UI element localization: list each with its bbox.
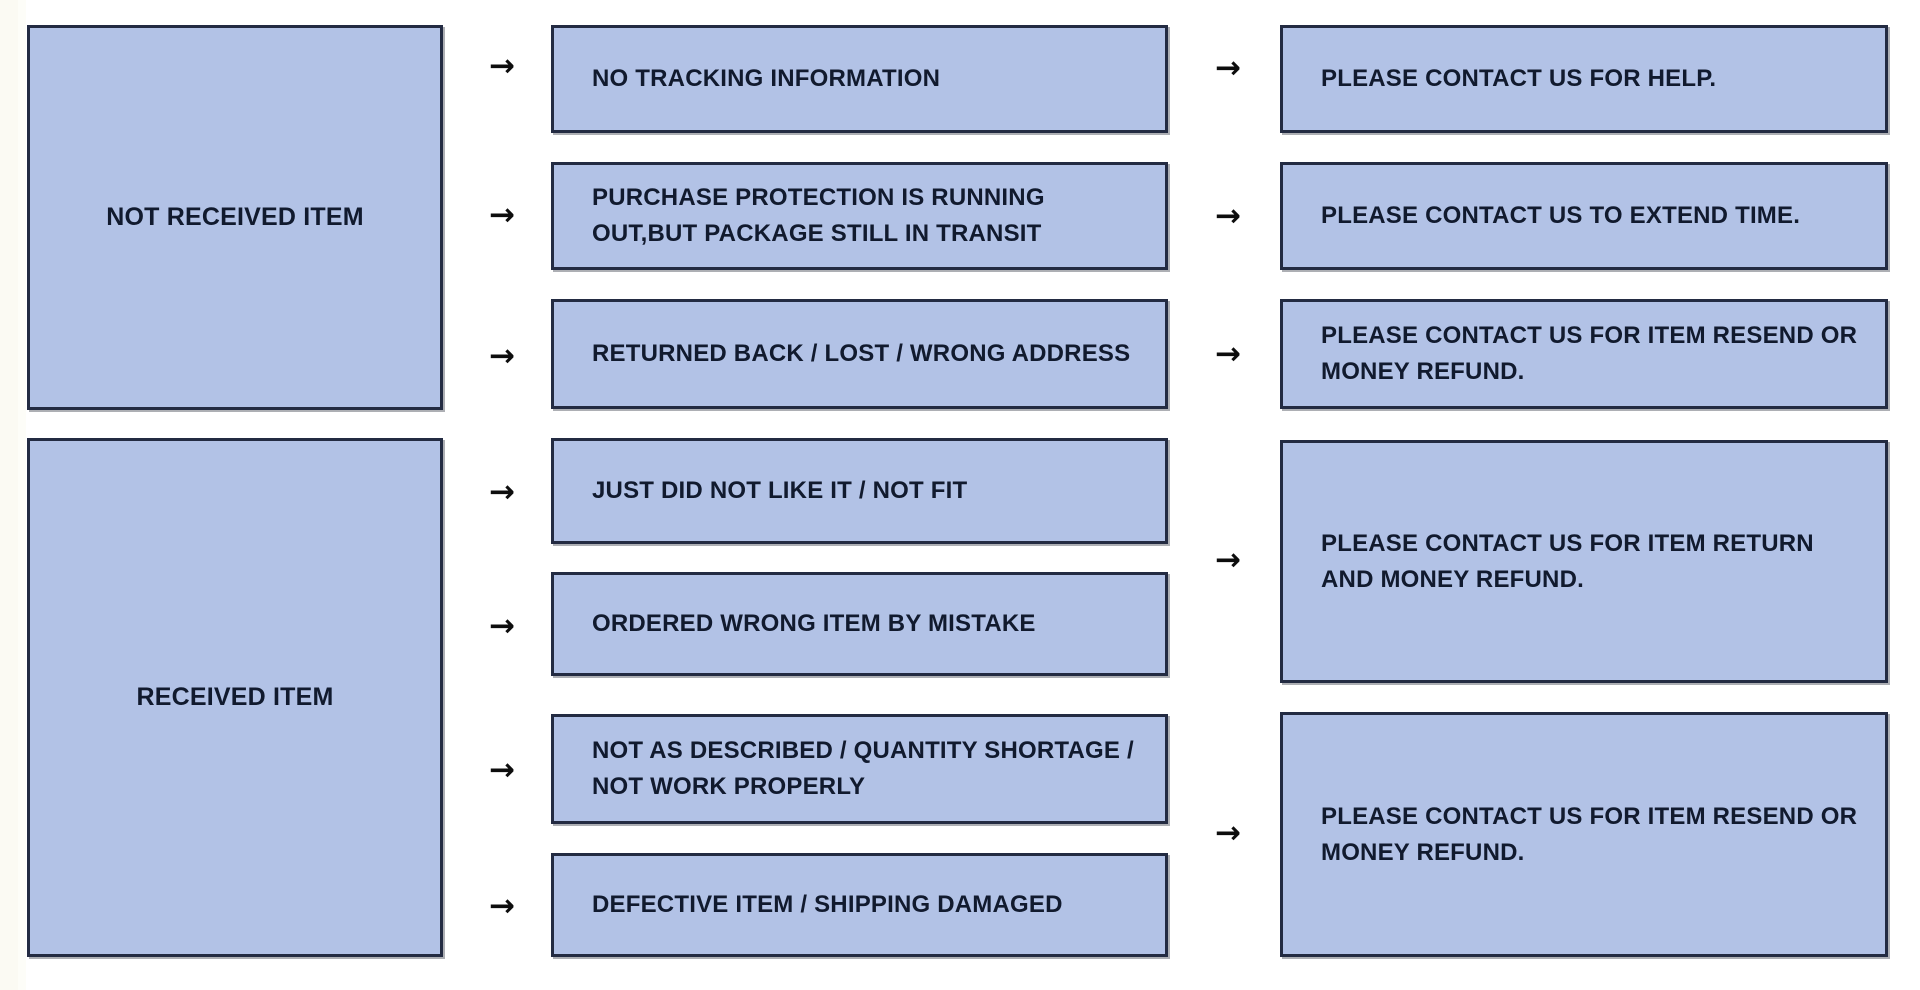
arrow-glyph: → [489,47,515,84]
node-action-contact-for-item-resend-or-refund-bottom[interactable]: PLEASE CONTACT US FOR ITEM RESEND OR MON… [1280,712,1888,957]
arrow-right-icon-a3: → [482,338,522,374]
node-category-received-item[interactable]: RECEIVED ITEM [27,438,443,957]
arrow-glyph: → [489,607,515,644]
arrow-right-icon-b1: → [1208,50,1248,86]
node-label: PURCHASE PROTECTION IS RUNNING OUT,BUT P… [592,184,1045,247]
arrow-glyph: → [489,473,515,510]
node-label: NO TRACKING INFORMATION [592,65,941,92]
node-label: ORDERED WRONG ITEM BY MISTAKE [592,610,1036,637]
node-category-not-received-item[interactable]: NOT RECEIVED ITEM [27,25,443,410]
node-label: PLEASE CONTACT US TO EXTEND TIME. [1321,202,1801,229]
node-label: JUST DID NOT LIKE IT / NOT FIT [592,477,968,504]
node-label: PLEASE CONTACT US FOR ITEM RETURN AND MO… [1321,529,1814,593]
arrow-right-icon-a4: → [482,474,522,510]
node-reason-ordered-wrong-item-by-mistake[interactable]: ORDERED WRONG ITEM BY MISTAKE [551,572,1168,676]
node-label: RECEIVED ITEM [136,683,334,712]
page-left-edge-inner [18,0,26,990]
arrow-glyph: → [489,887,515,924]
node-action-contact-for-help[interactable]: PLEASE CONTACT US FOR HELP. [1280,25,1888,133]
node-action-contact-for-item-return-and-refund[interactable]: PLEASE CONTACT US FOR ITEM RETURN AND MO… [1280,440,1888,683]
arrow-right-icon-b3: → [1208,336,1248,372]
node-label: RETURNED BACK / LOST / WRONG ADDRESS [592,340,1131,367]
node-reason-defective-item-shipping-damaged[interactable]: DEFECTIVE ITEM / SHIPPING DAMAGED [551,853,1168,957]
arrow-glyph: → [1215,541,1241,578]
arrow-right-icon-a2: → [482,197,522,233]
node-label: PLEASE CONTACT US FOR HELP. [1321,65,1717,92]
node-reason-no-tracking-information[interactable]: NO TRACKING INFORMATION [551,25,1168,133]
node-label: NOT AS DESCRIBED / QUANTITY SHORTAGE / N… [592,737,1134,800]
node-reason-purchase-protection-running-out[interactable]: PURCHASE PROTECTION IS RUNNING OUT,BUT P… [551,162,1168,270]
node-reason-returned-back-lost-wrong-address[interactable]: RETURNED BACK / LOST / WRONG ADDRESS [551,299,1168,409]
node-label: PLEASE CONTACT US FOR ITEM RESEND OR MON… [1321,322,1858,385]
arrow-glyph: → [1215,197,1241,234]
node-reason-not-as-described-quantity-shortage[interactable]: NOT AS DESCRIBED / QUANTITY SHORTAGE / N… [551,714,1168,824]
node-action-contact-to-extend-time[interactable]: PLEASE CONTACT US TO EXTEND TIME. [1280,162,1888,270]
node-label: PLEASE CONTACT US FOR ITEM RESEND OR MON… [1321,802,1858,866]
arrow-right-icon-a6: → [482,752,522,788]
arrow-right-icon-b5: → [1208,815,1248,851]
arrow-glyph: → [1215,49,1241,86]
node-label: NOT RECEIVED ITEM [106,203,364,232]
arrow-glyph: → [1215,335,1241,372]
arrow-glyph: → [489,196,515,233]
arrow-right-icon-a1: → [482,48,522,84]
arrow-glyph: → [489,337,515,374]
arrow-glyph: → [489,751,515,788]
node-reason-just-did-not-like-it-not-fit[interactable]: JUST DID NOT LIKE IT / NOT FIT [551,438,1168,544]
arrow-right-icon-a7: → [482,888,522,924]
arrow-right-icon-b4: → [1208,542,1248,578]
arrow-right-icon-b2: → [1208,198,1248,234]
page-left-edge [0,0,18,990]
node-label: DEFECTIVE ITEM / SHIPPING DAMAGED [592,891,1063,918]
arrow-glyph: → [1215,814,1241,851]
node-action-contact-for-item-resend-or-refund-top[interactable]: PLEASE CONTACT US FOR ITEM RESEND OR MON… [1280,299,1888,409]
arrow-right-icon-a5: → [482,608,522,644]
